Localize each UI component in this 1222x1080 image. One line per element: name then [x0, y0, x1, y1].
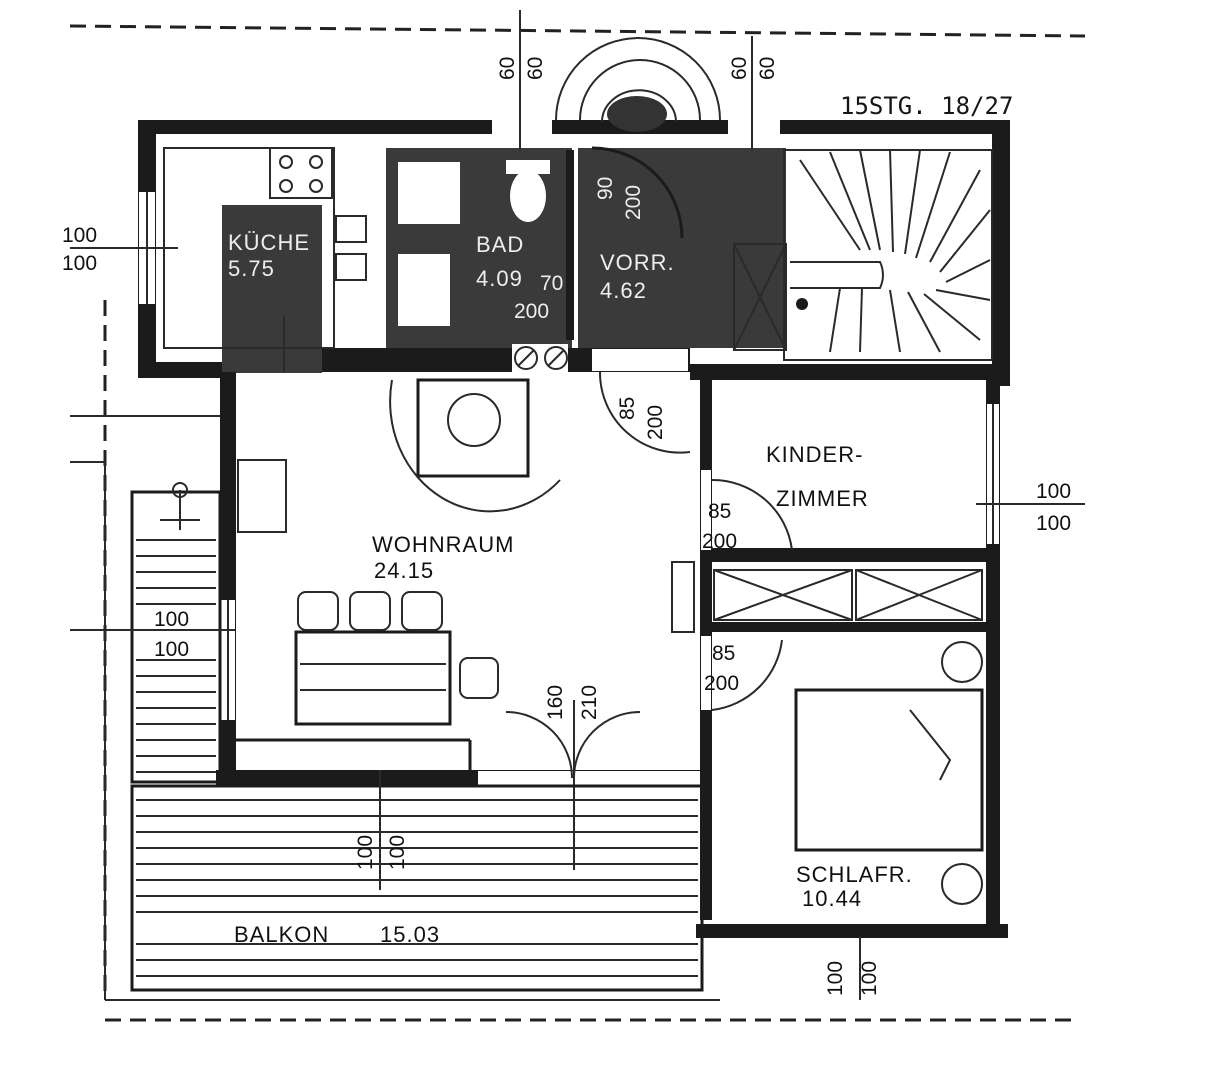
dim-left-window-b: 100 [62, 252, 97, 275]
stair-note: 15STG. 18/27 [840, 92, 1013, 120]
dim-living-window-a: 100 [154, 608, 189, 631]
dim-hall-door-b: 200 [622, 185, 645, 220]
bedroom-furniture [794, 641, 984, 905]
wohnraum-fixtures [236, 371, 793, 870]
hall-name: VORR. [600, 250, 675, 275]
dim-top-left-b: 60 [524, 57, 547, 80]
dim-kids-door-a: 85 [708, 500, 731, 523]
dim-bottom-right-a: 100 [824, 961, 847, 996]
dim-bed-door-a: 85 [712, 642, 735, 665]
site-boundary [69, 24, 1086, 1022]
dim-right-window-a: 100 [1036, 480, 1071, 503]
dim-bottom-right-b: 100 [858, 961, 881, 996]
dim-balcony-mid-a: 100 [354, 835, 377, 870]
stair-treads [790, 149, 991, 353]
balcony-hatching [136, 539, 698, 977]
dim-top-right-a: 60 [728, 57, 751, 80]
bath-area: 4.09 [476, 266, 523, 291]
balcony [130, 482, 704, 992]
kids-room-name-2: ZIMMER [776, 486, 869, 511]
dim-balcony-door-b: 210 [578, 685, 601, 720]
living-name: WOHNRAUM [372, 532, 514, 557]
dim-balcony-mid-b: 100 [386, 835, 409, 870]
dim-kids-door-b: 200 [702, 530, 737, 553]
dim-living-door-a: 85 [616, 397, 639, 420]
bedroom-area: 10.44 [802, 886, 862, 911]
dim-top-right-b: 60 [756, 57, 779, 80]
balcony-area: 15.03 [380, 922, 440, 947]
dim-top-left-a: 60 [496, 57, 519, 80]
bath-name: BAD [476, 232, 524, 257]
dim-left-window-a: 100 [62, 224, 97, 247]
bedroom-name: SCHLAFR. [796, 862, 913, 887]
dim-living-door-b: 200 [644, 405, 667, 440]
hall-area: 4.62 [600, 278, 647, 303]
service-block [138, 37, 1010, 386]
dim-bath-door-a: 70 [540, 272, 563, 295]
kitchen-name: KÜCHE [228, 230, 310, 255]
dim-bed-door-b: 200 [704, 672, 739, 695]
dim-balcony-door-a: 160 [544, 685, 567, 720]
dim-bath-door-b: 200 [514, 300, 549, 323]
living-area: 24.15 [374, 558, 434, 583]
kids-room-name-1: KINDER- [766, 442, 863, 467]
kitchen-area: 5.75 [228, 256, 275, 281]
dim-hall-door-a: 90 [594, 177, 617, 200]
dim-living-window-b: 100 [154, 638, 189, 661]
dim-right-window-b: 100 [1036, 512, 1071, 535]
balcony-name: BALKON [234, 922, 329, 947]
wardrobes [713, 569, 983, 621]
dimension-lines [70, 10, 1085, 1000]
main-walls [216, 349, 1008, 938]
